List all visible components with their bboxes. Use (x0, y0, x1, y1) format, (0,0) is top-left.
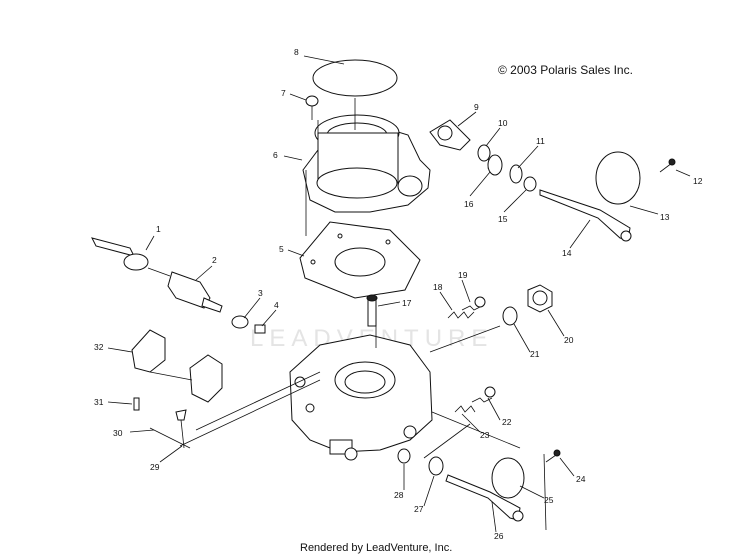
part-27-washer (428, 456, 444, 476)
callout-6: 6 (273, 150, 278, 160)
callout-labels: 1 2 3 4 5 6 7 8 9 10 11 12 13 14 15 16 1… (94, 47, 703, 541)
part-13-choke-plate (595, 151, 641, 205)
callout-19: 19 (458, 270, 468, 280)
callout-16: 16 (464, 199, 474, 209)
callout-8: 8 (294, 47, 299, 57)
callout-7: 7 (281, 88, 286, 98)
part-20-cap (527, 284, 553, 313)
part-23-spring (454, 405, 476, 413)
callout-12: 12 (693, 176, 703, 186)
callout-30: 30 (113, 428, 123, 438)
part-1-needle (91, 237, 149, 271)
callout-2: 2 (212, 255, 217, 265)
part-26-throttle-shaft (445, 474, 524, 522)
part-25-throttle-plate (491, 457, 525, 499)
callout-9: 9 (474, 102, 479, 112)
part-7-screw (305, 95, 319, 120)
part-17-bolt (366, 294, 378, 327)
callout-17: 17 (402, 298, 412, 308)
callout-1: 1 (156, 224, 161, 234)
callout-13: 13 (660, 212, 670, 222)
callout-25: 25 (544, 495, 554, 505)
callout-24: 24 (576, 474, 586, 484)
callout-28: 28 (394, 490, 404, 500)
part-24-screw (545, 449, 561, 463)
callout-32: 32 (94, 342, 104, 352)
part-15-bushing (523, 176, 537, 192)
part-21-oring (502, 306, 518, 326)
callout-3: 3 (258, 288, 263, 298)
callout-18: 18 (433, 282, 443, 292)
callout-26: 26 (494, 531, 504, 541)
part-8-top-seal (312, 59, 398, 97)
lower-carburetor-body (289, 334, 433, 461)
part-19-screw (461, 296, 486, 311)
part-5-gasket (299, 221, 421, 299)
part-31-needle-valve (133, 397, 140, 411)
callout-15: 15 (498, 214, 508, 224)
part-4-screw (254, 324, 266, 334)
part-9-choke-lever (429, 119, 471, 151)
callout-4: 4 (274, 300, 279, 310)
part-28-washer (397, 448, 411, 464)
part-3-oring (231, 315, 249, 329)
copyright-notice: © 2003 Polaris Sales Inc. (498, 63, 633, 77)
part-32-float (131, 329, 223, 403)
callout-21: 21 (530, 349, 540, 359)
callout-20: 20 (564, 335, 574, 345)
part-22-screw (471, 386, 496, 403)
callout-29: 29 (150, 462, 160, 472)
callout-31: 31 (94, 397, 104, 407)
callout-5: 5 (279, 244, 284, 254)
part-6-upper-body (302, 98, 431, 213)
part-11-washer (509, 164, 523, 184)
part-16-spring (487, 154, 503, 176)
part-18-spring (447, 311, 475, 319)
callout-23: 23 (480, 430, 490, 440)
assembly-guide-lines (179, 120, 547, 531)
callout-11: 11 (536, 136, 545, 146)
part-10-washer (477, 144, 491, 162)
callout-27: 27 (414, 504, 424, 514)
part-12-screw (659, 158, 676, 173)
part-2-jet-assembly (147, 267, 223, 313)
leader-lines (107, 55, 691, 533)
part-14-choke-shaft (539, 189, 632, 242)
callout-14: 14 (562, 248, 572, 258)
part-29-screw (175, 409, 187, 449)
callout-10: 10 (498, 118, 508, 128)
callout-22: 22 (502, 417, 512, 427)
footer-credit: Rendered by LeadVenture, Inc. (300, 542, 453, 554)
